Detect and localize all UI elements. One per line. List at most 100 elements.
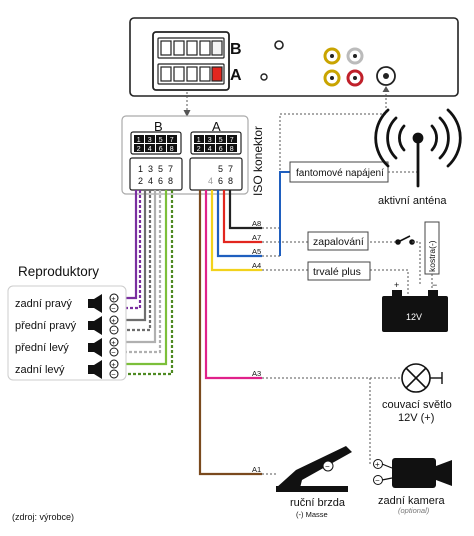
speaker-cone <box>94 338 102 357</box>
iso-lower-pin-number: 1 <box>138 164 143 174</box>
speaker-terminal <box>109 347 119 357</box>
handbrake-label: ruční brzda <box>290 497 346 509</box>
iso-lower-pin-number: 3 <box>148 164 153 174</box>
reverse-light-label-1: couvací světlo <box>382 399 452 411</box>
speaker-cone <box>94 294 102 313</box>
iso-pin-number: 8 <box>170 146 174 153</box>
terminal-sign: − <box>111 304 116 313</box>
tag-a8: A8 <box>252 219 261 228</box>
power-wires <box>198 190 262 476</box>
unit-to-iso-arrow <box>183 110 191 117</box>
iso-pin-number: 5 <box>159 137 163 144</box>
iso-lower-pin-number: 6 <box>158 176 163 186</box>
terminal-sign: + <box>111 294 116 303</box>
speaker-terminal <box>109 359 119 369</box>
iso-pin-cell <box>167 144 177 152</box>
phantom-power-label: fantomové napájení <box>296 168 384 179</box>
permanent-plus-box <box>307 261 371 281</box>
terminal-sign: + <box>111 316 116 325</box>
speaker-cone <box>94 360 102 379</box>
iso-lower-pin-number: 5 <box>158 164 163 174</box>
ignition-label: zapalování <box>313 236 364 248</box>
speaker-terminal <box>109 337 119 347</box>
iso-pin-cell <box>145 144 155 152</box>
speaker-wires <box>122 190 174 376</box>
camera-icon: + − <box>373 458 452 488</box>
iso-pin-cell <box>216 135 226 143</box>
head-unit: B A <box>129 17 459 97</box>
iso-lower-pin-number: 4 <box>148 176 153 186</box>
iso-pin-number: 7 <box>230 137 234 144</box>
iso-pin-cell <box>194 144 204 152</box>
iso-lower-pin-number: 4 <box>208 176 213 186</box>
iso-pin-number: 5 <box>219 137 223 144</box>
iso-pin-number: 6 <box>159 146 163 153</box>
svg-text:+: + <box>375 460 380 469</box>
speaker-icon <box>88 299 94 308</box>
wire-purple-1 <box>122 190 138 300</box>
tag-a3: A3 <box>252 369 261 378</box>
wire-purple-2 <box>122 190 142 310</box>
svg-text:−: − <box>375 476 380 485</box>
unit-screw-bottom <box>260 73 268 81</box>
svg-text:−: − <box>432 280 437 290</box>
speaker-rear-left: zadní levý+− <box>15 359 119 379</box>
iso-pin-cell <box>145 135 155 143</box>
iso-pin-cell <box>134 135 144 143</box>
camera-sublabel: (optional) <box>398 506 430 515</box>
wire-green-2 <box>122 190 174 376</box>
unit-screw-top <box>274 40 284 50</box>
source-note: (zdroj: výrobce) <box>12 512 74 522</box>
wire-white-1 <box>122 190 157 344</box>
iso-pin-cell <box>227 135 237 143</box>
iso-pin-number: 3 <box>148 137 152 144</box>
iso-lower-pin-number: 7 <box>228 164 233 174</box>
ignition-box <box>307 231 369 251</box>
speaker-terminal <box>109 369 119 379</box>
speaker-rear-right: zadní pravý+− <box>15 293 119 313</box>
wire-a7-red <box>222 190 262 244</box>
iso-side-label: ISO konektor <box>251 126 265 196</box>
speaker-label: přední levý <box>15 342 69 354</box>
iso-pin-number: 4 <box>148 146 152 153</box>
wire-gray-1 <box>122 190 147 322</box>
antenna-label: aktivní anténa <box>378 195 447 207</box>
switch-to-battery <box>412 241 421 286</box>
iso-pin-number: 6 <box>219 146 223 153</box>
terminal-sign: + <box>111 338 116 347</box>
battery-icon: + − 12V <box>382 280 448 332</box>
iso-label-a: A <box>212 119 221 134</box>
speaker-icon <box>88 321 94 330</box>
wire-white-2 <box>122 190 162 354</box>
iso-lower-pin-number: 8 <box>228 176 233 186</box>
antenna-socket-arrow <box>382 86 390 92</box>
tag-a5: A5 <box>252 247 261 256</box>
wire-gray-2 <box>122 190 152 332</box>
speaker-terminal <box>109 325 119 335</box>
handbrake-sublabel: (-) Masse <box>296 510 328 519</box>
iso-pin-cell <box>156 144 166 152</box>
speaker-front-right: přední pravý+− <box>15 315 119 335</box>
terminal-sign: − <box>111 348 116 357</box>
active-antenna <box>374 108 462 188</box>
iso-pin-number: 4 <box>208 146 212 153</box>
unit-slot-a-label: A <box>230 67 242 84</box>
ground-label: kostra(-) <box>427 240 437 272</box>
iso-pin-cell <box>167 135 177 143</box>
speaker-label: zadní levý <box>15 364 65 376</box>
permanent-plus-label: trvalé plus <box>313 266 361 278</box>
iso-pin-cell <box>216 144 226 152</box>
iso-lower-pin-number: 2 <box>138 176 143 186</box>
reverse-light-icon <box>401 363 431 393</box>
svg-text:+: + <box>394 280 399 290</box>
iso-lower-pin-number: 8 <box>168 176 173 186</box>
iso-pin-number: 7 <box>170 137 174 144</box>
ignition-switch <box>395 235 415 245</box>
iso-pin-cell <box>227 144 237 152</box>
iso-pin-cell <box>156 135 166 143</box>
camera-label: zadní kamera <box>378 495 446 507</box>
terminal-sign: − <box>111 326 116 335</box>
wire-a8-black <box>228 190 262 230</box>
